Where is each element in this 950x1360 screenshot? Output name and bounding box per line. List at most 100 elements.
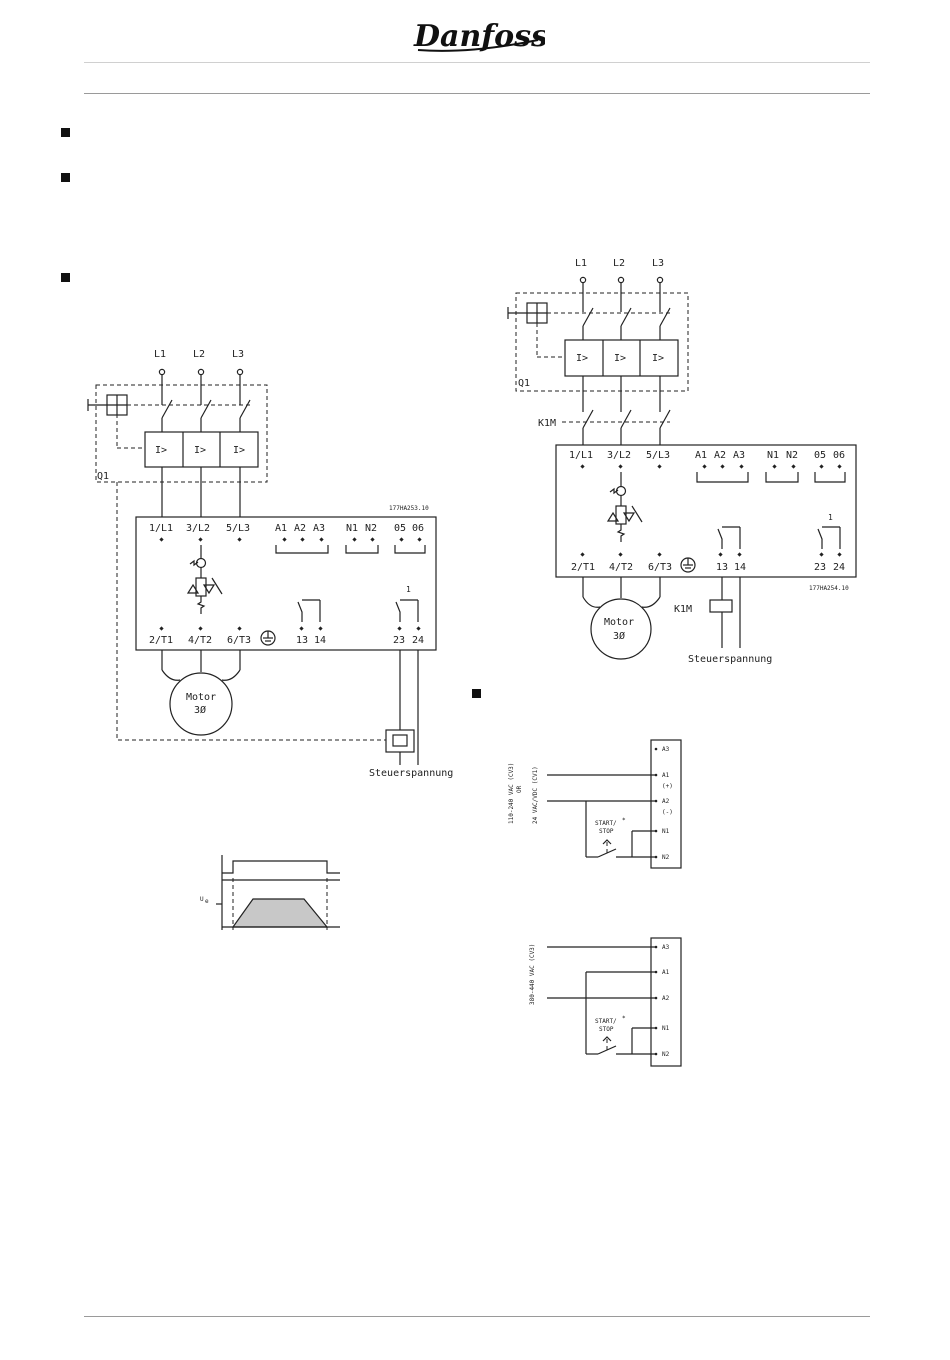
relay-number: 1 [828,513,833,522]
drawing-code: 177HA254.10 [809,585,849,592]
phase-label: L3 [652,258,664,269]
breaker-enclosure [515,292,689,392]
terminal-label: 23 [393,635,405,646]
terminal-label: 06 [833,450,845,461]
bullet-marker [61,128,70,137]
motor [169,672,233,736]
switch-label: START/ [595,1018,617,1025]
terminal-label: N2 [365,523,377,534]
terminal-label: 13 [716,562,728,573]
terminal-strip [650,937,682,1067]
terminal-label: A3 [733,450,745,461]
terminal-label: 4/T2 [188,635,212,646]
phase-label: L2 [193,349,205,360]
switch-label: START/ [595,820,617,827]
terminal-label: A3 [662,746,670,753]
terminal-label: A1 [695,450,707,461]
ramp-timing-chart: U e [200,855,340,930]
contactor-coil [709,599,733,613]
terminal-label: A2 [662,798,670,805]
bullet-marker [472,689,481,698]
terminal-label: 2/T1 [149,635,173,646]
terminal-label: 1/L1 [149,523,173,534]
svg-text:I>: I> [233,445,245,456]
terminal-label: N1 [662,1025,670,1032]
terminal-label: 3/L2 [186,523,210,534]
control-wiring-1: A3 A1 (+) A2 (-) N1 N2 START/ STOP * 110… [508,739,682,869]
supply-label: Steuerspannung [688,654,772,665]
terminal-label: 6/T3 [227,635,251,646]
terminal-label: N1 [662,828,670,835]
right-wiring-diagram: L1 L2 L3 I> I> I> Q1 K1M 1/L1 3/L2 5/L3 A1… [507,258,857,665]
phase-label: L1 [154,349,166,360]
phase-label: L2 [613,258,625,269]
terminal-label: 05 [394,523,406,534]
terminal-label: 24 [412,635,424,646]
switch-label: STOP [599,828,614,835]
terminal-label: 14 [734,562,746,573]
motor-phase: 3Ø [194,704,206,716]
terminal-label: 06 [412,523,424,534]
bullet-marker [61,273,70,282]
danfoss-logo: Danfoss [413,19,545,54]
terminal-label: 5/L3 [226,523,250,534]
svg-text:I>: I> [614,353,626,364]
terminal-label: 5/L3 [646,450,670,461]
terminal-label: A1 [662,969,670,976]
motor-phase: 3Ø [613,630,625,642]
terminal-label: A3 [313,523,325,534]
terminal-label: N2 [662,854,670,861]
ramp-axis-sub: e [205,898,209,905]
bullet-marker [61,173,70,182]
svg-text:I>: I> [576,353,588,364]
motor-label: Motor [186,692,216,703]
terminal-label: A2 [294,523,306,534]
phase-label: L1 [575,258,587,269]
terminal-label: 14 [314,635,326,646]
terminal-label: 1/L1 [569,450,593,461]
terminal-label: A2 [662,995,670,1002]
contactor-label: K1M [538,418,556,429]
soft-starter-box [135,516,437,651]
motor [590,598,652,660]
switch-asterisk: * [622,1015,626,1022]
switch-asterisk: * [622,817,626,824]
terminal-strip [650,739,682,869]
svg-text:I>: I> [194,445,206,456]
terminal-label: (-) [662,809,673,816]
phase-label: L3 [232,349,244,360]
terminal-label: A3 [662,944,670,951]
motor-label: Motor [604,617,634,628]
switch-label: STOP [599,1026,614,1033]
terminal-label: N2 [786,450,798,461]
breaker-enclosure [95,384,268,483]
terminal-label: N1 [767,450,779,461]
terminal-label: 2/T1 [571,562,595,573]
drawing-code: 177HA253.10 [389,505,429,512]
footer-rule [84,1316,870,1317]
ramp-axis-label: U [200,896,204,903]
voltage-label: 24 VAC/VDC (CV1) [532,766,539,824]
terminal-label: 23 [814,562,826,573]
terminal-label: N1 [346,523,358,534]
relay-number: 1 [406,585,411,594]
header-rule [84,93,870,94]
supply-label: Steuerspannung [369,768,453,779]
control-wiring-2: A3 A1 A2 N1 N2 START/ STOP * 380-440 VAC… [529,937,682,1067]
breaker-label: Q1 [97,471,109,482]
svg-text:I>: I> [652,353,664,364]
terminal-label: N2 [662,1051,670,1058]
terminal-label: (+) [662,783,673,790]
coil [385,729,415,753]
terminal-label: A1 [275,523,287,534]
breaker-label: Q1 [518,378,530,389]
terminal-label: A1 [662,772,670,779]
soft-starter-box [555,444,857,578]
terminal-label: 6/T3 [648,562,672,573]
voltage-label: OR [516,785,523,793]
terminal-label: 4/T2 [609,562,633,573]
terminal-label: 3/L2 [607,450,631,461]
coil-label: K1M [674,604,692,615]
voltage-label: 110-240 VAC (CV3) [508,763,515,824]
